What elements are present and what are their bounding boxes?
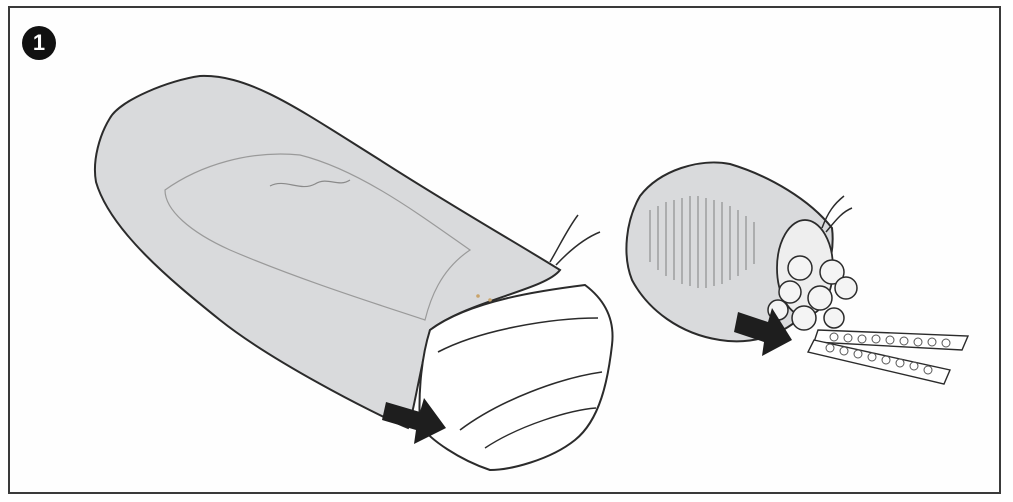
small-bag-group [626, 162, 968, 384]
perforated-strips [808, 330, 968, 384]
large-bag-group [95, 76, 613, 470]
drawstring-cords [550, 215, 600, 265]
